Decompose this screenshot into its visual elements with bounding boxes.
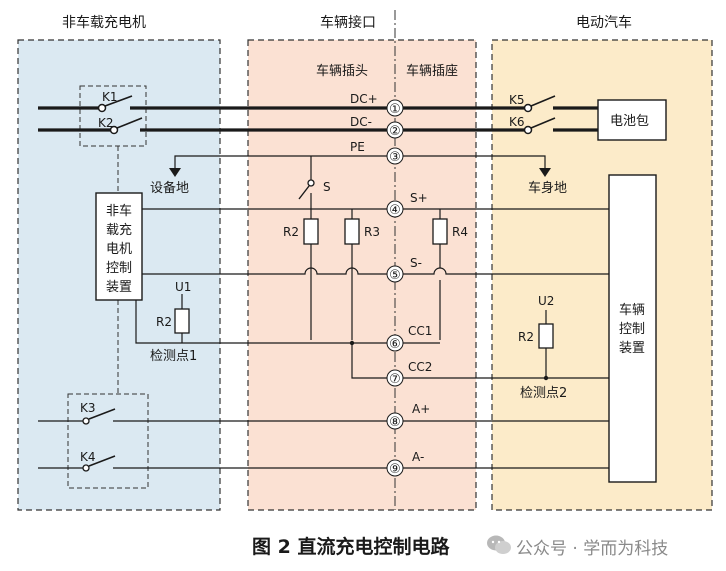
resistor-r2-plug — [303, 218, 319, 245]
k2-blade — [116, 117, 143, 129]
r2-u1-label: R2 — [156, 315, 172, 329]
pin-8-circle — [386, 412, 404, 430]
pin-2-label: ② — [389, 124, 401, 139]
dc-minus-label: DC- — [350, 115, 372, 129]
vehicle-controller-line2: 控制 — [619, 322, 645, 337]
charger-controller-line5: 装置 — [106, 280, 132, 295]
pin-3-label: ③ — [389, 150, 401, 165]
charger-controller — [95, 192, 143, 301]
r2-u2-label: R2 — [518, 330, 534, 344]
r2-plug-label: R2 — [283, 225, 299, 239]
figure-title: 图 2 直流充电控制电路 — [252, 536, 450, 558]
figure-caption-bar: 图 2 直流充电控制电路 公众号 · 学而为科技 — [0, 530, 726, 560]
cc2-label: CC2 — [408, 360, 432, 374]
vehicle-controller-line1: 车辆 — [619, 302, 645, 318]
r4-label: R4 — [452, 225, 468, 239]
k5-contact — [523, 103, 533, 113]
cc2-line — [351, 343, 609, 379]
k4-label: K4 — [80, 450, 96, 464]
k6-contact — [523, 125, 533, 135]
k1-k2-box — [79, 85, 147, 147]
pin-3-circle — [386, 147, 404, 165]
dc-plus-label: DC+ — [350, 92, 378, 106]
pe-label: PE — [350, 140, 365, 154]
k2-contact — [109, 125, 119, 135]
pin-5-label: ⑤ — [389, 268, 401, 283]
pin-7-circle — [386, 369, 404, 387]
k4-contact — [82, 464, 90, 472]
k2-label: K2 — [98, 116, 114, 130]
pe-line — [174, 155, 546, 170]
resistor-r3 — [344, 218, 360, 245]
resistor-r2-u1 — [174, 308, 190, 334]
k1-contact — [97, 103, 107, 113]
socket-label: 车辆插座 — [406, 63, 458, 79]
k6-label: K6 — [509, 115, 525, 129]
charger-controller-line1: 非车 — [106, 203, 132, 219]
k5-blade — [530, 95, 556, 107]
chassis-ground-arrow — [539, 168, 551, 177]
pin-6-circle — [386, 334, 404, 352]
pin-7-label: ⑦ — [389, 372, 401, 387]
interface-panel — [247, 39, 477, 511]
a-plus-label: A+ — [412, 402, 430, 416]
battery-label: 电池包 — [610, 114, 649, 129]
k1-label: K1 — [102, 90, 118, 104]
k4-blade — [88, 455, 116, 467]
pin-5-circle — [386, 265, 404, 283]
pin-6-label: ⑥ — [389, 337, 401, 352]
k1-blade — [104, 95, 133, 107]
dc-charging-circuit: 非车载充电机 车辆接口 电动汽车 车辆插头 车辆插座 K1 K2 K5 K6 电… — [17, 10, 713, 511]
vehicle-controller — [608, 174, 657, 483]
wechat-icon — [487, 535, 511, 554]
k5-label: K5 — [509, 93, 525, 107]
switch-s-blade — [298, 185, 310, 200]
plug-label: 车辆插头 — [316, 63, 368, 79]
pin-8-label: ⑧ — [389, 415, 401, 430]
pin-4-circle — [386, 200, 404, 218]
switch-s-label: S — [323, 180, 331, 194]
charger-title: 非车载充电机 — [62, 14, 146, 31]
cc1-line — [135, 300, 440, 344]
charger-controller-line3: 电机 — [106, 242, 132, 257]
equipment-ground-arrow — [169, 168, 181, 177]
pin-4-label: ④ — [389, 203, 401, 218]
equipment-ground-label: 设备地 — [150, 180, 189, 196]
s-plus-label: S+ — [410, 191, 428, 205]
a-minus-label: A- — [412, 450, 424, 464]
pin-9-circle — [386, 459, 404, 477]
node-cc2 — [543, 375, 549, 381]
cc1-label: CC1 — [408, 324, 432, 338]
pin-1-circle — [386, 99, 404, 117]
k3-k4-box — [67, 393, 149, 489]
resistor-r2-u2 — [538, 323, 554, 349]
s-minus-label: S- — [410, 256, 422, 270]
k3-label: K3 — [80, 401, 96, 415]
vehicle-controller-line3: 装置 — [619, 341, 645, 356]
watermark: 公众号 · 学而为科技 — [516, 539, 669, 559]
pin-1-label: ① — [389, 102, 401, 117]
charger-controller-line4: 控制 — [106, 261, 132, 276]
pin-2-circle — [386, 121, 404, 139]
u2-label: U2 — [538, 294, 554, 308]
switch-s-contact — [307, 179, 315, 187]
detect-point-1-label: 检测点1 — [150, 349, 197, 364]
charger-controller-line2: 载充 — [106, 222, 132, 238]
k6-blade — [530, 117, 556, 129]
k3-contact — [82, 417, 90, 425]
interface-title: 车辆接口 — [320, 14, 376, 31]
r3-label: R3 — [364, 225, 380, 239]
resistor-r4 — [432, 218, 448, 245]
detect-point-2-label: 检测点2 — [520, 386, 567, 401]
vehicle-title: 电动汽车 — [576, 14, 632, 31]
pin-markers: ① ② ③ ④ ⑤ ⑥ ⑦ ⑧ ⑨ — [386, 99, 404, 477]
k3-blade — [88, 408, 116, 420]
battery-pack — [597, 99, 667, 141]
chassis-ground-label: 车身地 — [528, 180, 567, 196]
u1-label: U1 — [175, 280, 191, 294]
pin-9-label: ⑨ — [389, 462, 401, 477]
